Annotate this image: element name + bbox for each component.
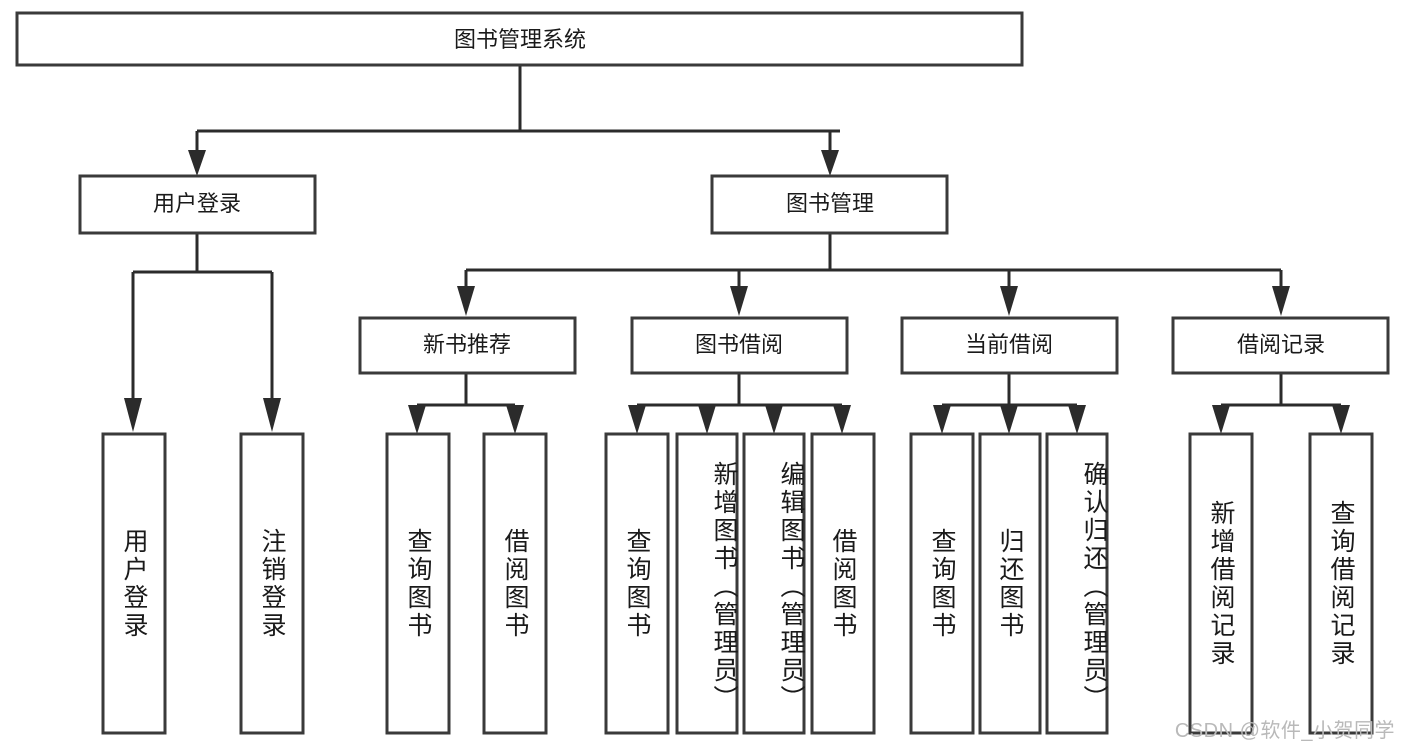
node-book-borrow-box[interactable] xyxy=(630,316,849,375)
node-new-book-recommend-label: 新书推荐 xyxy=(423,332,511,357)
node-borrow-record-label: 借阅记录 xyxy=(1237,332,1325,357)
node-book-manage-label: 图书管理 xyxy=(786,191,874,216)
connector-group-root xyxy=(188,65,840,176)
node-leaf-user-login-box[interactable] xyxy=(101,432,167,735)
node-leaf-add-record-box[interactable] xyxy=(1188,432,1254,735)
node-leaf-query-book-3-box[interactable] xyxy=(909,432,975,735)
arrowhead-leaf-borrow-book-2 xyxy=(833,405,851,434)
watermark-text: CSDN @软件_小贺同学 xyxy=(1174,720,1395,742)
node-user-login-label: 用户登录 xyxy=(153,191,241,216)
node-book-borrow[interactable]: 图书借阅 xyxy=(630,316,849,375)
arrowhead-leaf-borrow-book-1 xyxy=(506,405,524,434)
node-leaf-edit-book-box[interactable] xyxy=(742,432,806,735)
node-leaf-borrow-book-2-box[interactable] xyxy=(810,432,876,735)
node-current-borrow-box[interactable] xyxy=(900,316,1119,375)
connector-group-user-login xyxy=(124,233,281,432)
node-borrow-record[interactable]: 借阅记录 xyxy=(1171,316,1390,375)
node-borrow-record-box[interactable] xyxy=(1171,316,1390,375)
node-leaf-add-book-box[interactable] xyxy=(675,432,739,735)
node-leaf-query-book-1-box[interactable] xyxy=(385,432,451,735)
connector-group-current-borrow xyxy=(933,373,1086,434)
node-current-borrow-label: 当前借阅 xyxy=(965,332,1053,357)
node-user-login-box[interactable] xyxy=(78,174,317,235)
leaf-boxes xyxy=(101,432,1374,735)
connector-group-borrow-record xyxy=(1212,373,1350,434)
arrowhead-new-book-recommend xyxy=(457,286,475,316)
node-book-borrow-label: 图书借阅 xyxy=(695,332,783,357)
arrowhead-current-borrow xyxy=(1000,286,1018,316)
arrowhead-leaf-user-login xyxy=(124,398,142,432)
connector-group-new-book-recommend xyxy=(408,373,524,434)
node-leaf-borrow-book-1-box[interactable] xyxy=(482,432,548,735)
node-current-borrow[interactable]: 当前借阅 xyxy=(900,316,1119,375)
node-leaf-query-record-box[interactable] xyxy=(1308,432,1374,735)
node-book-manage[interactable]: 图书管理 xyxy=(710,174,949,235)
arrowhead-book-manage xyxy=(821,150,839,176)
arrowhead-book-borrow xyxy=(730,286,748,316)
node-new-book-recommend[interactable]: 新书推荐 xyxy=(358,316,577,375)
node-root-box[interactable] xyxy=(15,11,1024,67)
arrowhead-leaf-query-book-2 xyxy=(628,405,646,434)
node-leaf-return-book-box[interactable] xyxy=(978,432,1042,735)
node-root[interactable]: 图书管理系统 xyxy=(15,11,1024,67)
node-user-login[interactable]: 用户登录 xyxy=(78,174,317,235)
node-book-manage-box[interactable] xyxy=(710,174,949,235)
arrowhead-borrow-record xyxy=(1272,286,1290,316)
arrowhead-leaf-query-book-1 xyxy=(408,405,426,434)
arrowhead-leaf-confirm-return xyxy=(1068,405,1086,434)
arrowhead-user-login xyxy=(188,150,206,176)
arrowhead-leaf-add-record xyxy=(1212,405,1230,434)
node-new-book-recommend-box[interactable] xyxy=(358,316,577,375)
node-root-label: 图书管理系统 xyxy=(454,27,586,52)
arrowhead-leaf-query-book-3 xyxy=(933,405,951,434)
node-leaf-query-book-2-box[interactable] xyxy=(604,432,670,735)
node-leaf-user-logout-box[interactable] xyxy=(239,432,305,735)
node-leaf-confirm-return-box[interactable] xyxy=(1045,432,1109,735)
arrowhead-leaf-add-book xyxy=(698,405,716,434)
arrowhead-leaf-query-record xyxy=(1332,405,1350,434)
connector-group-book-borrow xyxy=(628,373,851,434)
connector-group-book-manage xyxy=(457,233,1290,316)
arrowhead-leaf-edit-book xyxy=(765,405,783,434)
arrowhead-leaf-user-logout xyxy=(263,398,281,432)
arrowhead-leaf-return-book xyxy=(1000,405,1018,434)
